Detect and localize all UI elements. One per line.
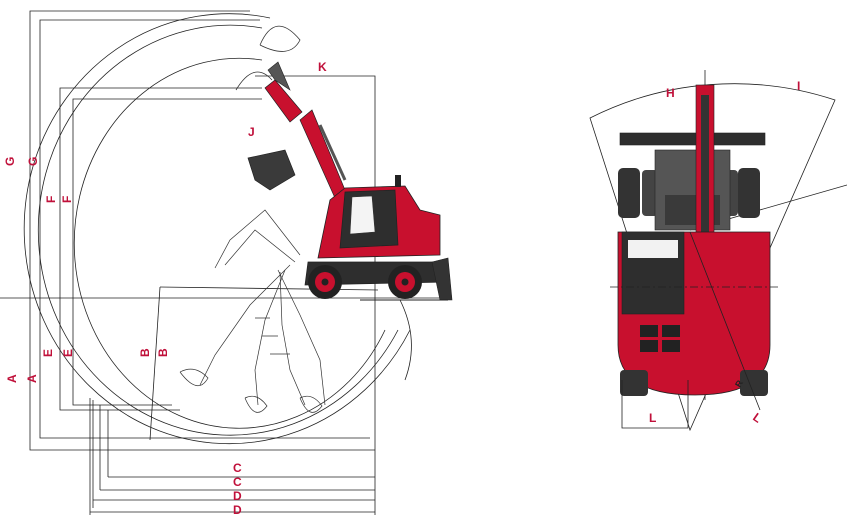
- side-view-excavator: [235, 25, 453, 301]
- label-E: E: [41, 349, 55, 357]
- label-C: C: [233, 475, 242, 489]
- label-J: J: [248, 125, 255, 139]
- label-L: L: [750, 410, 764, 426]
- ghost-arm-positions: [179, 209, 326, 413]
- label-D: D: [233, 489, 242, 503]
- label-F: F: [60, 196, 74, 203]
- label-D: D: [233, 503, 242, 515]
- label-E: E: [61, 349, 75, 357]
- label-G: G: [3, 157, 17, 166]
- label-I: I: [797, 79, 800, 93]
- label-C: C: [233, 461, 242, 475]
- label-B: B: [138, 348, 152, 357]
- label-R: R: [733, 378, 745, 389]
- label-L: L: [649, 411, 656, 425]
- side-view-dimension-lines: [0, 10, 450, 515]
- label-B: B: [156, 348, 170, 357]
- label-H: H: [666, 86, 675, 100]
- label-F: F: [44, 196, 58, 203]
- label-K: K: [318, 60, 327, 74]
- top-view-excavator: [589, 70, 847, 432]
- label-A: A: [5, 374, 19, 383]
- label-G: G: [26, 157, 40, 166]
- label-A: A: [25, 374, 39, 383]
